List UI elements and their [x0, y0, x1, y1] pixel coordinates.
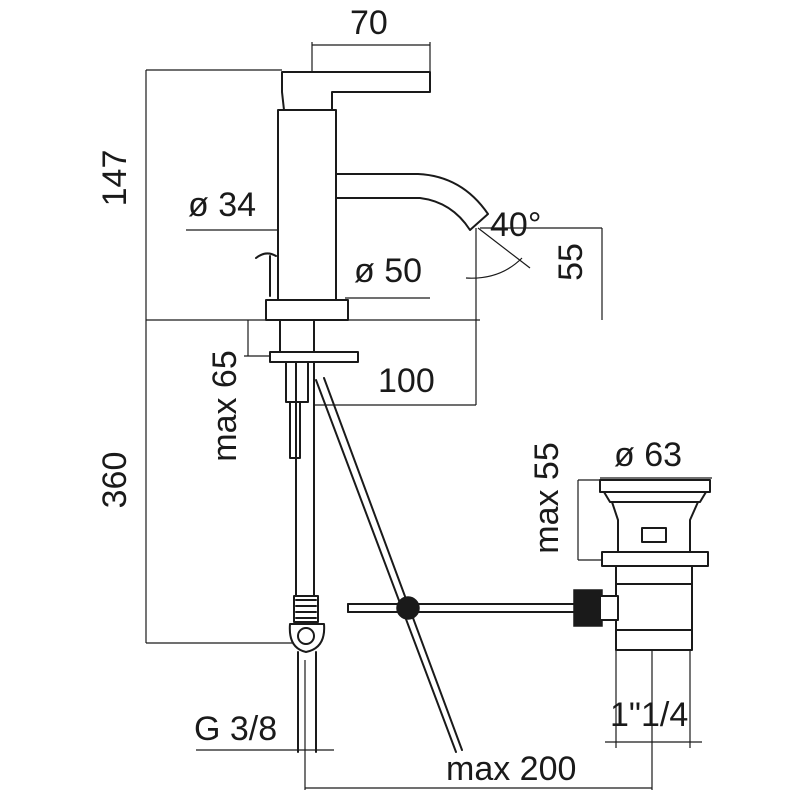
dim-dia-base: ø 50: [354, 252, 422, 290]
dim-hose-length: 360: [96, 452, 134, 509]
dim-height-body: 147: [96, 150, 134, 207]
drain-cap: [599, 479, 711, 493]
dim-inlet-thread: G 3/8: [194, 710, 277, 748]
dim-drain-height: max 55: [528, 442, 566, 554]
base-flange: [265, 299, 349, 321]
lift-rod: [315, 377, 581, 753]
dim-spout-reach: 100: [378, 362, 435, 400]
dim-angle: 40°: [490, 206, 541, 244]
fixing-washer: [269, 351, 359, 363]
rod-joint: [396, 596, 420, 620]
popup-drain: [573, 479, 711, 651]
threaded-shank: [279, 319, 315, 353]
dim-spout-height: 55: [552, 243, 590, 281]
dim-drain-thread: 1"1/4: [610, 696, 688, 734]
popup-lever: [255, 252, 277, 297]
body-cylinder: [277, 109, 337, 301]
rod-connector-nut: [573, 589, 603, 627]
dim-drain-dia: ø 63: [614, 436, 682, 474]
supply-hose: [288, 361, 326, 753]
drain-flange: [601, 551, 709, 567]
spout: [335, 173, 489, 231]
dim-rod-length: max 200: [446, 750, 576, 788]
faucet-body: [255, 71, 489, 459]
lever-handle: [281, 71, 431, 111]
dim-dia-body: ø 34: [188, 186, 256, 224]
dim-max-thickness: max 65: [206, 350, 244, 462]
dimension-labels: 70 147 ø 34 40° 55 ø 50 max 65 100 360 m…: [96, 4, 688, 788]
dim-width-top: 70: [350, 4, 388, 42]
